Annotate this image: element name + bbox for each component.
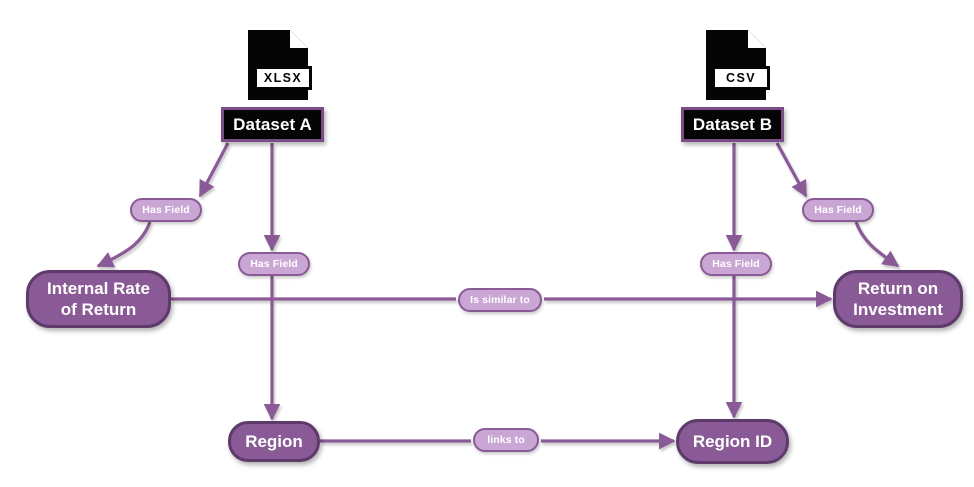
node-dataset-b-label: Dataset B — [692, 114, 773, 134]
node-irr-label-line1: Internal Rate — [47, 279, 150, 298]
node-region-id[interactable]: Region ID — [676, 419, 789, 464]
node-region[interactable]: Region — [228, 421, 320, 462]
node-dataset-a-label: Dataset A — [233, 114, 312, 134]
edge-label-text: Has Field — [814, 204, 862, 216]
edge-label-is-similar-to[interactable]: Is similar to — [458, 288, 542, 312]
node-internal-rate-of-return[interactable]: Internal Rate of Return — [26, 270, 171, 328]
edge-has-field-right-to-roi — [854, 221, 900, 268]
edge-label-has-field-b-region-id[interactable]: Has Field — [700, 252, 772, 276]
csv-extension-label: CSV — [712, 66, 770, 90]
document-page-icon — [248, 30, 308, 100]
node-dataset-a[interactable]: Dataset A — [221, 107, 324, 142]
edge-label-has-field-a-region[interactable]: Has Field — [238, 252, 310, 276]
edge-label-text: Is similar to — [470, 294, 530, 306]
csv-file-icon: CSV — [704, 28, 772, 102]
node-roi-label-line1: Return on — [857, 279, 939, 298]
edge-dataset-b-to-has-field-right — [775, 142, 808, 198]
node-dataset-b[interactable]: Dataset B — [681, 107, 784, 142]
node-irr-label-line2: of Return — [60, 300, 137, 319]
edge-label-text: Has Field — [250, 258, 298, 270]
edge-has-field-left-to-irr — [96, 221, 152, 268]
edge-label-text: Has Field — [142, 204, 190, 216]
edge-label-has-field-b-roi[interactable]: Has Field — [802, 198, 874, 222]
node-region-id-label: Region ID — [692, 432, 773, 451]
edge-dataset-a-to-has-field-left — [198, 142, 230, 198]
node-roi-label-line2: Investment — [853, 300, 943, 319]
edge-label-text: links to — [487, 434, 525, 446]
node-return-on-investment[interactable]: Return on Investment — [833, 270, 963, 328]
edge-label-text: Has Field — [712, 258, 760, 270]
edge-label-links-to[interactable]: links to — [473, 428, 539, 452]
xlsx-extension-label: XLSX — [254, 66, 312, 90]
edge-label-has-field-a-irr[interactable]: Has Field — [130, 198, 202, 222]
node-region-label: Region — [245, 432, 303, 451]
document-page-icon — [706, 30, 766, 100]
xlsx-file-icon: XLSX — [246, 28, 314, 102]
